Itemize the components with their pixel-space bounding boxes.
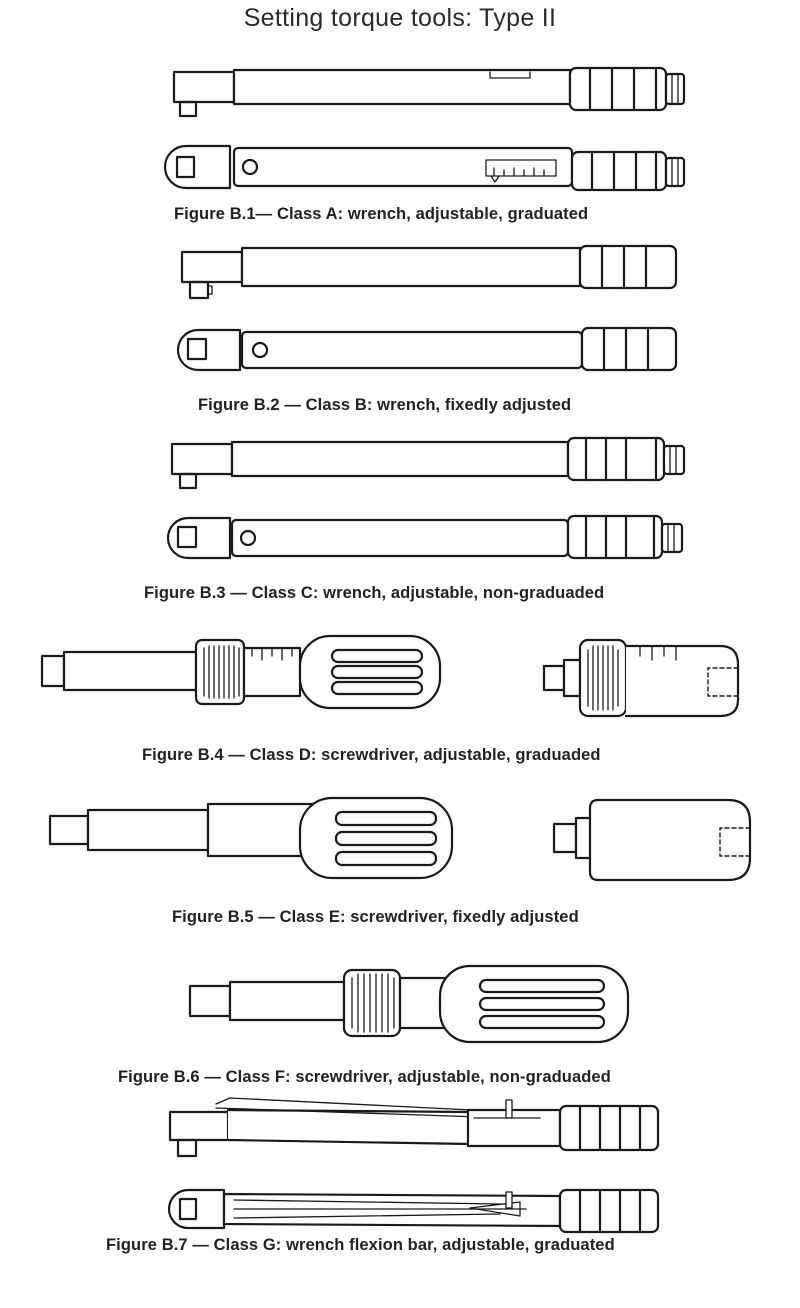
screwdriver-d-side-view [40,634,442,710]
figure-caption-b6: Figure B.6 — Class F: screwdriver, adjus… [118,1068,611,1086]
wrench-g-top-view [167,1188,660,1234]
wrench-a-side-view [172,66,686,118]
wrench-c-side-view [170,436,686,490]
screwdriver-e-side-view [48,796,454,880]
adjustable-graduated-wrench-icon [163,66,686,192]
figure-caption-b2: Figure B.2 — Class B: wrench, fixedly ad… [198,396,572,414]
figure-caption-b7: Figure B.7 — Class G: wrench flexion bar… [106,1236,615,1254]
wrench-g-side-view [168,1097,660,1158]
flexion-bar-wrench-icon [167,1097,660,1234]
wrench-c-top-view [166,514,684,560]
wrench-b-side-view [180,244,678,300]
figure-caption-b1: Figure B.1— Class A: wrench, adjustable,… [174,205,589,223]
figure-caption-b3: Figure B.3 — Class C: wrench, adjustable… [144,584,605,602]
adjustable-non-graduated-wrench-icon [166,436,686,560]
figure-caption-b5: Figure B.5 — Class E: screwdriver, fixed… [172,908,579,926]
page-title: Setting torque tools: Type II [243,4,557,32]
fixed-adjusted-screwdriver-icon [48,796,752,882]
wrench-b-top-view [176,326,678,372]
wrench-a-top-view [163,144,686,192]
adjustable-graduated-screwdriver-icon [40,634,740,718]
adjustable-non-graduated-screwdriver-icon [188,964,630,1044]
screwdriver-e-end-view [552,798,752,882]
fixed-adjusted-wrench-icon [176,244,678,372]
figure-caption-b4: Figure B.4 — Class D: screwdriver, adjus… [142,746,601,764]
screwdriver-d-end-view [542,638,740,718]
